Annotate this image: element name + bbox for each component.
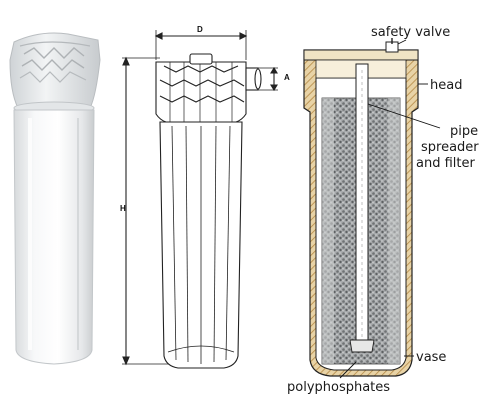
- photo-head: [9, 32, 101, 115]
- label-vase: vase: [416, 350, 447, 365]
- dimension-d-label: D: [197, 25, 203, 34]
- dimension-h-label: H: [120, 204, 126, 213]
- label-safety-valve: safety valve: [371, 25, 451, 40]
- label-head: head: [430, 78, 463, 93]
- photo-bowl: [13, 109, 95, 365]
- technical-drawing: [122, 30, 278, 369]
- safety-valve: [385, 38, 399, 53]
- label-spreader: spreader: [421, 140, 479, 155]
- leader-lines: [339, 39, 441, 379]
- label-pipe: pipe: [450, 124, 479, 139]
- label-polyphosphates: polyphosphates: [287, 380, 391, 395]
- cutaway-section: [303, 38, 441, 379]
- label-and-filter: and filter: [416, 156, 475, 171]
- dimension-a-label: A: [284, 73, 290, 82]
